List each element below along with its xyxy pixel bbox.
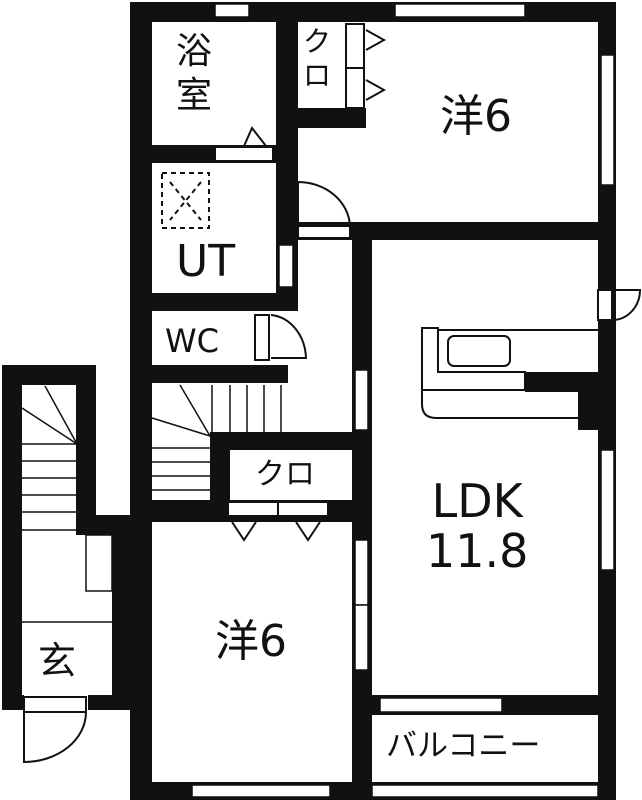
closet-top-label-line1: ク <box>303 25 332 58</box>
room-label-entrance: 玄 <box>38 639 77 683</box>
walls <box>2 2 616 800</box>
room-label-toilet: WC <box>165 322 219 360</box>
windows <box>191 3 615 798</box>
stairs-main <box>151 384 282 491</box>
room-label-ldk: LDK 11.8 <box>426 478 528 574</box>
doors <box>23 23 642 764</box>
room-label-western-south: 洋6 <box>215 616 287 667</box>
kitchen <box>421 327 598 419</box>
room-label-balcony: バルコニー <box>386 728 541 764</box>
room-label-closet-top: ク ロ <box>303 28 331 90</box>
room-label-closet-middle: クロ <box>255 457 315 492</box>
room-label-western-north: 洋6 <box>440 91 512 142</box>
washer-pan-icon <box>161 172 210 229</box>
stairs-annex <box>21 385 113 623</box>
closet-top-label-line2: ロ <box>303 59 332 92</box>
ldk-label-line2: 11.8 <box>426 524 529 578</box>
room-label-bath: 浴 室 <box>176 34 212 114</box>
ldk-label-line1: LDK <box>431 474 523 528</box>
bath-label-line1: 浴 <box>176 31 213 72</box>
room-label-utility: UT <box>176 236 236 287</box>
bath-label-line2: 室 <box>176 75 213 116</box>
